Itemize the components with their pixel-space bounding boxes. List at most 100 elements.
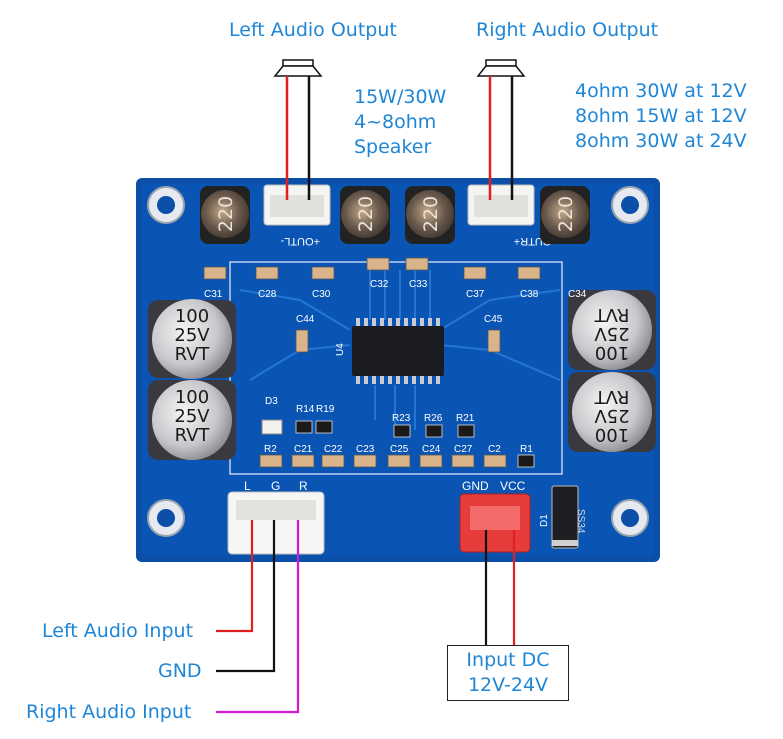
input-dc-box: Input DC 12V-24V [447, 645, 569, 701]
smd-resistor [425, 424, 443, 438]
smd-capacitor-1: 220 [200, 186, 250, 244]
part-label: R23 [392, 413, 411, 424]
svg-text:25V: 25V [174, 406, 210, 427]
smd-part [259, 454, 283, 468]
part-label: C45 [484, 314, 503, 325]
part-label: C32 [370, 279, 389, 290]
speaker-spec-line: 4~8ohm [354, 111, 437, 133]
part-label: C24 [422, 444, 441, 455]
svg-text:25V: 25V [594, 405, 630, 426]
outl-silkscreen: +OUTL- [280, 235, 320, 247]
part-label: R1 [520, 444, 533, 455]
svg-text:RVT: RVT [594, 386, 630, 407]
smd-part [291, 454, 315, 468]
big-capacitor-left-bottom: 100 25V RVT [148, 380, 236, 460]
svg-text:100: 100 [175, 387, 209, 408]
right-output-connector [467, 184, 535, 226]
speaker-spec: 15W/30W 4~8ohm Speaker [354, 85, 446, 160]
svg-text:220: 220 [555, 196, 577, 232]
chip-label: U4 [335, 343, 346, 356]
part-label: C33 [409, 279, 428, 290]
part-label: R19 [316, 404, 335, 415]
smd-part [451, 454, 475, 468]
big-capacitor-left-top: 100 25V RVT [148, 299, 236, 379]
power-spec-line: 8ohm 15W at 12V [575, 105, 747, 127]
part-label: R26 [424, 413, 443, 424]
gnd-label: GND [158, 660, 202, 682]
smd-resistor [393, 424, 411, 438]
svg-text:RVT: RVT [175, 344, 211, 365]
part-label: C22 [324, 444, 343, 455]
svg-text:25V: 25V [594, 323, 630, 344]
svg-text:220: 220 [215, 196, 237, 232]
smd-resistor [315, 420, 333, 434]
part-label: C28 [258, 289, 277, 300]
right-output-label: Right Audio Output [476, 19, 659, 41]
part-label: R21 [456, 413, 475, 424]
diode-label: D1 [539, 514, 550, 527]
part-label: C30 [312, 289, 331, 300]
input-dc-line: Input DC [466, 649, 550, 671]
amplifier-chip-u4 [352, 318, 444, 384]
svg-text:100: 100 [595, 424, 629, 445]
input-dc-line: 12V-24V [467, 674, 549, 696]
vcc-silkscreen: VCC [500, 479, 526, 493]
pin-label-g: G [271, 479, 280, 493]
part-label: C34 [568, 289, 587, 300]
smd-resistor [457, 424, 475, 438]
smd-part [463, 266, 487, 280]
svg-text:25V: 25V [174, 325, 210, 346]
power-spec-line: 4ohm 30W at 12V [575, 80, 747, 102]
smd-capacitor-3: 220 [405, 186, 455, 244]
smd-part [419, 454, 443, 468]
smd-capacitor-2: 220 [340, 186, 390, 244]
led-d3 [261, 419, 283, 435]
gnd-input-wire [216, 520, 276, 673]
smd-capacitor-4: 220 [540, 186, 590, 244]
pin-label-l: L [244, 479, 251, 493]
diode-part-label: SS34 [575, 509, 586, 534]
part-label: C21 [294, 444, 313, 455]
left-output-connector [263, 184, 331, 226]
part-label: C38 [520, 289, 539, 300]
smd-part [311, 266, 335, 280]
smd-part [405, 257, 429, 271]
svg-text:RVT: RVT [594, 304, 630, 325]
svg-text:220: 220 [355, 196, 377, 232]
left-output-label: Left Audio Output [229, 19, 397, 41]
left-input-label: Left Audio Input [42, 620, 194, 642]
diode-ss34 [551, 485, 579, 549]
part-label: C37 [466, 289, 485, 300]
right-input-label: Right Audio Input [26, 701, 192, 723]
smd-part [321, 454, 345, 468]
part-label: R2 [264, 444, 277, 455]
part-label: C27 [454, 444, 473, 455]
pin-label-r: R [299, 479, 308, 493]
smd-part [203, 266, 227, 280]
right-input-wire [216, 520, 300, 714]
speaker-spec-line: Speaker [354, 136, 432, 158]
part-label: C2 [488, 444, 501, 455]
part-label: C25 [390, 444, 409, 455]
speaker-spec-line: 15W/30W [354, 86, 447, 108]
right-speaker-icon [476, 59, 526, 77]
smd-part [353, 454, 377, 468]
svg-text:RVT: RVT [175, 425, 211, 446]
smd-part [387, 454, 411, 468]
svg-text:100: 100 [175, 306, 209, 327]
power-input-connector [459, 493, 531, 553]
smd-resistor [295, 420, 313, 434]
part-label: C44 [296, 314, 315, 325]
power-spec-line: 8ohm 30W at 24V [575, 130, 747, 152]
left-input-wire [216, 520, 254, 633]
left-speaker-icon [273, 59, 323, 77]
smd-part [366, 257, 390, 271]
big-capacitor-right-bottom: 100 25V RVT [568, 372, 656, 452]
smd-part [517, 266, 541, 280]
part-label: R14 [296, 404, 315, 415]
part-label: C23 [356, 444, 375, 455]
d3-label: D3 [265, 396, 278, 407]
part-label: C31 [204, 289, 223, 300]
smd-resistor [517, 454, 535, 468]
